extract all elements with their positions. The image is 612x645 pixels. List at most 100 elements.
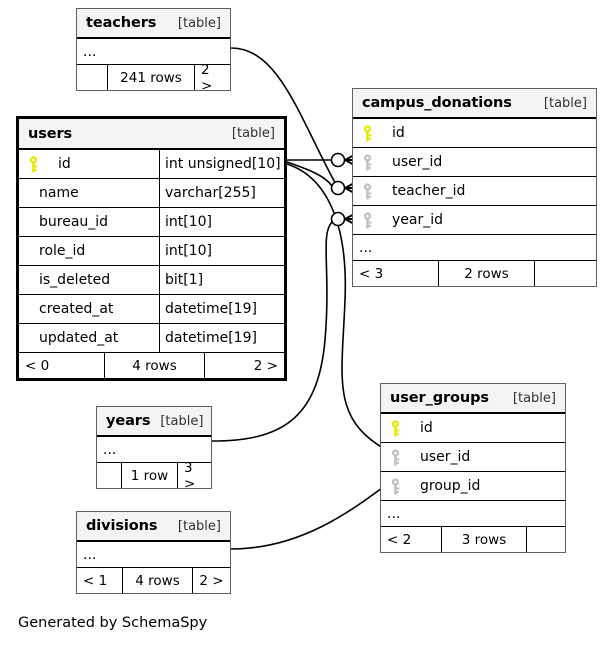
column-type: bit[1]: [165, 272, 204, 288]
footer-cell[interactable]: [526, 527, 565, 552]
table-years[interactable]: years [table]... 1 row 3 >: [96, 406, 212, 492]
column-name: year_id: [392, 212, 444, 228]
column-type: int[10]: [165, 214, 212, 230]
more-columns-indicator[interactable]: ...: [353, 234, 596, 260]
column-name-cell: is_deleted: [19, 266, 159, 294]
table-header-campus_donations: campus_donations[table]: [353, 89, 596, 118]
table-header-users: users [table]: [19, 119, 284, 149]
column-name: user_id: [392, 154, 443, 170]
table-header-teachers: teachers[table]: [77, 9, 230, 38]
primary-key-icon: [359, 124, 376, 142]
footer-cell-text: < 2: [387, 531, 412, 548]
column-name-cell: role_id: [19, 237, 159, 265]
footer-cell[interactable]: < 1: [77, 568, 122, 593]
column-row[interactable]: created_at datetime[19]: [19, 294, 284, 323]
table-title: users: [28, 125, 73, 142]
table-kind-label: [table]: [177, 518, 221, 534]
column-row[interactable]: user_id: [381, 442, 565, 471]
footer-cell[interactable]: < 2: [381, 527, 441, 552]
footer-cell[interactable]: 4 rows: [104, 353, 204, 378]
footer-cell-text: 1 row: [130, 467, 169, 484]
column-name: id: [58, 156, 71, 172]
column-row[interactable]: id int unsigned[10]: [19, 149, 284, 178]
table-teachers[interactable]: teachers[table]...241 rows 2 >: [76, 8, 231, 94]
footer-cell-text: 3 rows: [461, 531, 507, 548]
footer-cell[interactable]: < 0: [19, 353, 104, 378]
footer-cell[interactable]: 2 >: [192, 568, 230, 593]
column-row[interactable]: id: [353, 118, 596, 147]
column-name-cell: updated_at: [19, 324, 159, 352]
footer-cell[interactable]: [97, 463, 121, 488]
foreign-key-icon: [387, 448, 404, 466]
more-columns-indicator[interactable]: ...: [77, 38, 230, 64]
table-title: years: [106, 413, 151, 429]
column-name-cell: user_id: [353, 148, 596, 176]
table-footer-campus_donations: < 3 2 rows: [353, 260, 596, 286]
table-title: divisions: [86, 518, 158, 534]
table-header-user_groups: user_groups[table]: [381, 384, 565, 413]
footer-cell-text: 2 >: [201, 61, 213, 94]
column-row[interactable]: updated_at datetime[19]: [19, 323, 284, 352]
table-kind-label: [table]: [231, 126, 275, 141]
footer-cell[interactable]: 2 >: [204, 353, 284, 378]
column-row[interactable]: year_id: [353, 205, 596, 234]
column-name-cell: teacher_id: [353, 177, 596, 205]
more-columns-indicator[interactable]: ...: [381, 500, 565, 526]
column-row[interactable]: is_deleted bit[1]: [19, 265, 284, 294]
footer-cell-text: 3 >: [184, 459, 196, 492]
column-name: role_id: [39, 243, 86, 259]
column-name: updated_at: [39, 330, 119, 346]
primary-key-icon: [25, 155, 42, 173]
footer-cell-text: 2 >: [253, 357, 278, 374]
footer-cell-text: < 3: [359, 265, 384, 282]
footer-cell[interactable]: 241 rows: [107, 65, 194, 90]
column-row[interactable]: teacher_id: [353, 176, 596, 205]
foreign-key-icon: [387, 477, 404, 495]
edge-users-campus_donations-user_id: [287, 151, 360, 169]
column-name-cell: id: [381, 414, 565, 442]
column-row[interactable]: group_id: [381, 471, 565, 500]
column-name-cell: id: [19, 150, 159, 178]
column-name: teacher_id: [392, 183, 466, 199]
footer-cell[interactable]: 2 rows: [438, 261, 534, 286]
column-row[interactable]: role_id int[10]: [19, 236, 284, 265]
footer-cell[interactable]: [534, 261, 596, 286]
column-type-cell: int[10]: [159, 237, 284, 265]
footer-cell-text: 2 >: [199, 572, 224, 589]
table-title: campus_donations: [362, 95, 512, 111]
footer-cell[interactable]: 2 >: [194, 62, 230, 94]
table-header-years: years [table]: [97, 407, 211, 436]
column-name: created_at: [39, 301, 114, 317]
table-header-divisions: divisions [table]: [77, 512, 230, 541]
column-row[interactable]: id: [381, 413, 565, 442]
more-columns-indicator[interactable]: ...: [97, 436, 211, 462]
footer-cell[interactable]: 3 rows: [441, 527, 526, 552]
table-kind-label: [table]: [160, 413, 204, 429]
more-columns-indicator[interactable]: ...: [77, 541, 230, 567]
column-name-cell: id: [353, 119, 596, 147]
column-name: id: [392, 125, 405, 141]
column-name-cell: group_id: [381, 472, 565, 500]
column-name: name: [39, 185, 79, 201]
column-name: id: [420, 420, 433, 436]
column-name-cell: bureau_id: [19, 208, 159, 236]
column-type: datetime[19]: [165, 301, 257, 317]
column-row[interactable]: bureau_id int[10]: [19, 207, 284, 236]
footer-cell[interactable]: 3 >: [177, 460, 211, 492]
column-name-cell: year_id: [353, 206, 596, 234]
column-type: datetime[19]: [165, 330, 257, 346]
footer-cell[interactable]: < 3: [353, 261, 438, 286]
table-campus_donations[interactable]: campus_donations[table]id user_id teacher_…: [352, 88, 597, 287]
column-type-cell: int unsigned[10]: [159, 150, 284, 178]
column-type: int[10]: [165, 243, 212, 259]
footer-cell[interactable]: [77, 65, 107, 90]
footer-cell[interactable]: 4 rows: [122, 568, 192, 593]
column-row[interactable]: user_id: [353, 147, 596, 176]
footer-cell[interactable]: 1 row: [121, 463, 177, 488]
